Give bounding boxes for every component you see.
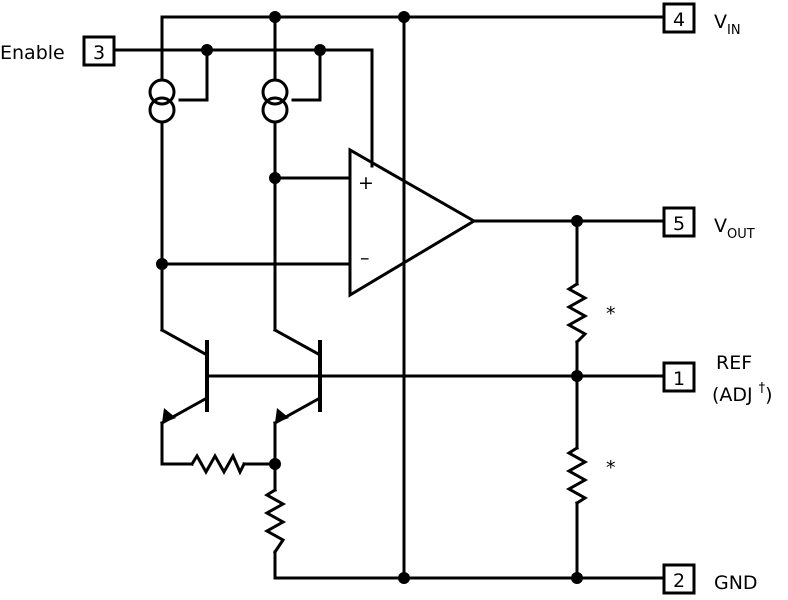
- pin-gnd: 2 GND: [662, 563, 758, 595]
- resistor-divider-lower: [565, 445, 589, 506]
- current-source-right: [261, 78, 289, 124]
- pin-ref-adj-label: (ADJ†): [712, 381, 773, 406]
- resistor-emitter-h: [189, 452, 247, 476]
- opamp-plus-label: +: [358, 172, 374, 194]
- pin-vin-label: VIN: [714, 11, 741, 38]
- pin-enable: 3 Enable: [0, 35, 116, 67]
- pin-gnd-label: GND: [714, 572, 758, 594]
- transistor-right: [275, 340, 322, 423]
- pin-vout-number: 5: [673, 213, 685, 235]
- pin-enable-number: 3: [93, 42, 105, 64]
- transistor-left: [162, 340, 209, 423]
- divider-mark-upper: *: [606, 303, 616, 325]
- pin-vout-label: VOUT: [714, 215, 755, 242]
- pin-enable-label: Enable: [0, 42, 65, 64]
- pin-ref-label: REF: [716, 352, 752, 374]
- pin-vin: 4 VIN: [662, 2, 741, 38]
- current-source-left: [148, 78, 176, 124]
- junctions: [156, 11, 583, 584]
- resistor-emitter-v: [263, 487, 287, 555]
- pin-ref-number: 1: [673, 368, 685, 390]
- opamp: + –: [348, 147, 477, 298]
- pin-vin-number: 4: [673, 9, 685, 31]
- pin-ref: 1 REF (ADJ†): [662, 352, 773, 406]
- pin-gnd-number: 2: [673, 570, 685, 592]
- pin-vout: 5 VOUT: [662, 206, 755, 242]
- opamp-minus-label: –: [360, 247, 370, 269]
- resistor-divider-upper: [565, 281, 589, 345]
- divider-mark-lower: *: [606, 457, 616, 479]
